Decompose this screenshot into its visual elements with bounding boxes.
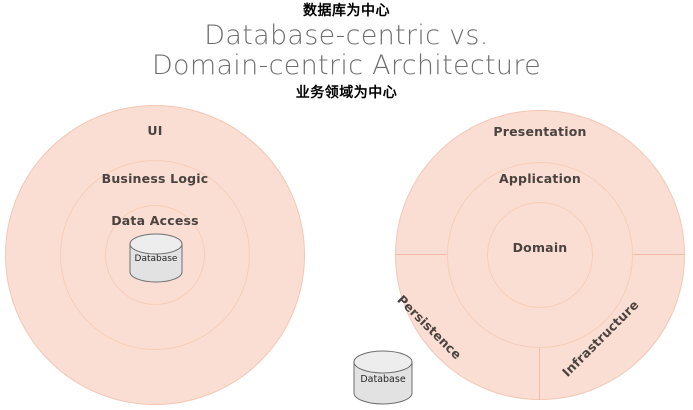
- database-cylinder-label-external: Database: [360, 374, 406, 385]
- page-title: Database-centric vs. Domain-centric Arch…: [0, 21, 693, 81]
- page-title-line-1: Database-centric vs.: [204, 20, 489, 51]
- database-cylinder-icon-center[interactable]: Database: [128, 233, 184, 283]
- database-cylinder-icon-external[interactable]: Database: [352, 350, 414, 406]
- database-cylinder-label-center: Database: [134, 254, 178, 264]
- sector-divider-left: [395, 254, 447, 255]
- sector-divider-right: [633, 254, 685, 255]
- chinese-annotation-bottom: 业务领域为中心: [295, 85, 398, 101]
- page-title-line-2: Domain-centric Architecture: [151, 50, 542, 81]
- ring-business-logic[interactable]: [60, 160, 250, 350]
- title-block: 数据库为中心 Database-centric vs. Domain-centr…: [0, 0, 693, 102]
- ring-domain[interactable]: [487, 202, 593, 308]
- sector-divider-bottom: [539, 348, 540, 400]
- domain-centric-diagram: Presentation Application Domain Persiste…: [394, 110, 685, 400]
- database-centric-diagram: UI Business Logic Data Access Database: [5, 105, 305, 405]
- database-cylinder-shape: [129, 233, 183, 283]
- database-cylinder-shape-external: [353, 350, 413, 405]
- chinese-annotation-top: 数据库为中心: [303, 3, 390, 19]
